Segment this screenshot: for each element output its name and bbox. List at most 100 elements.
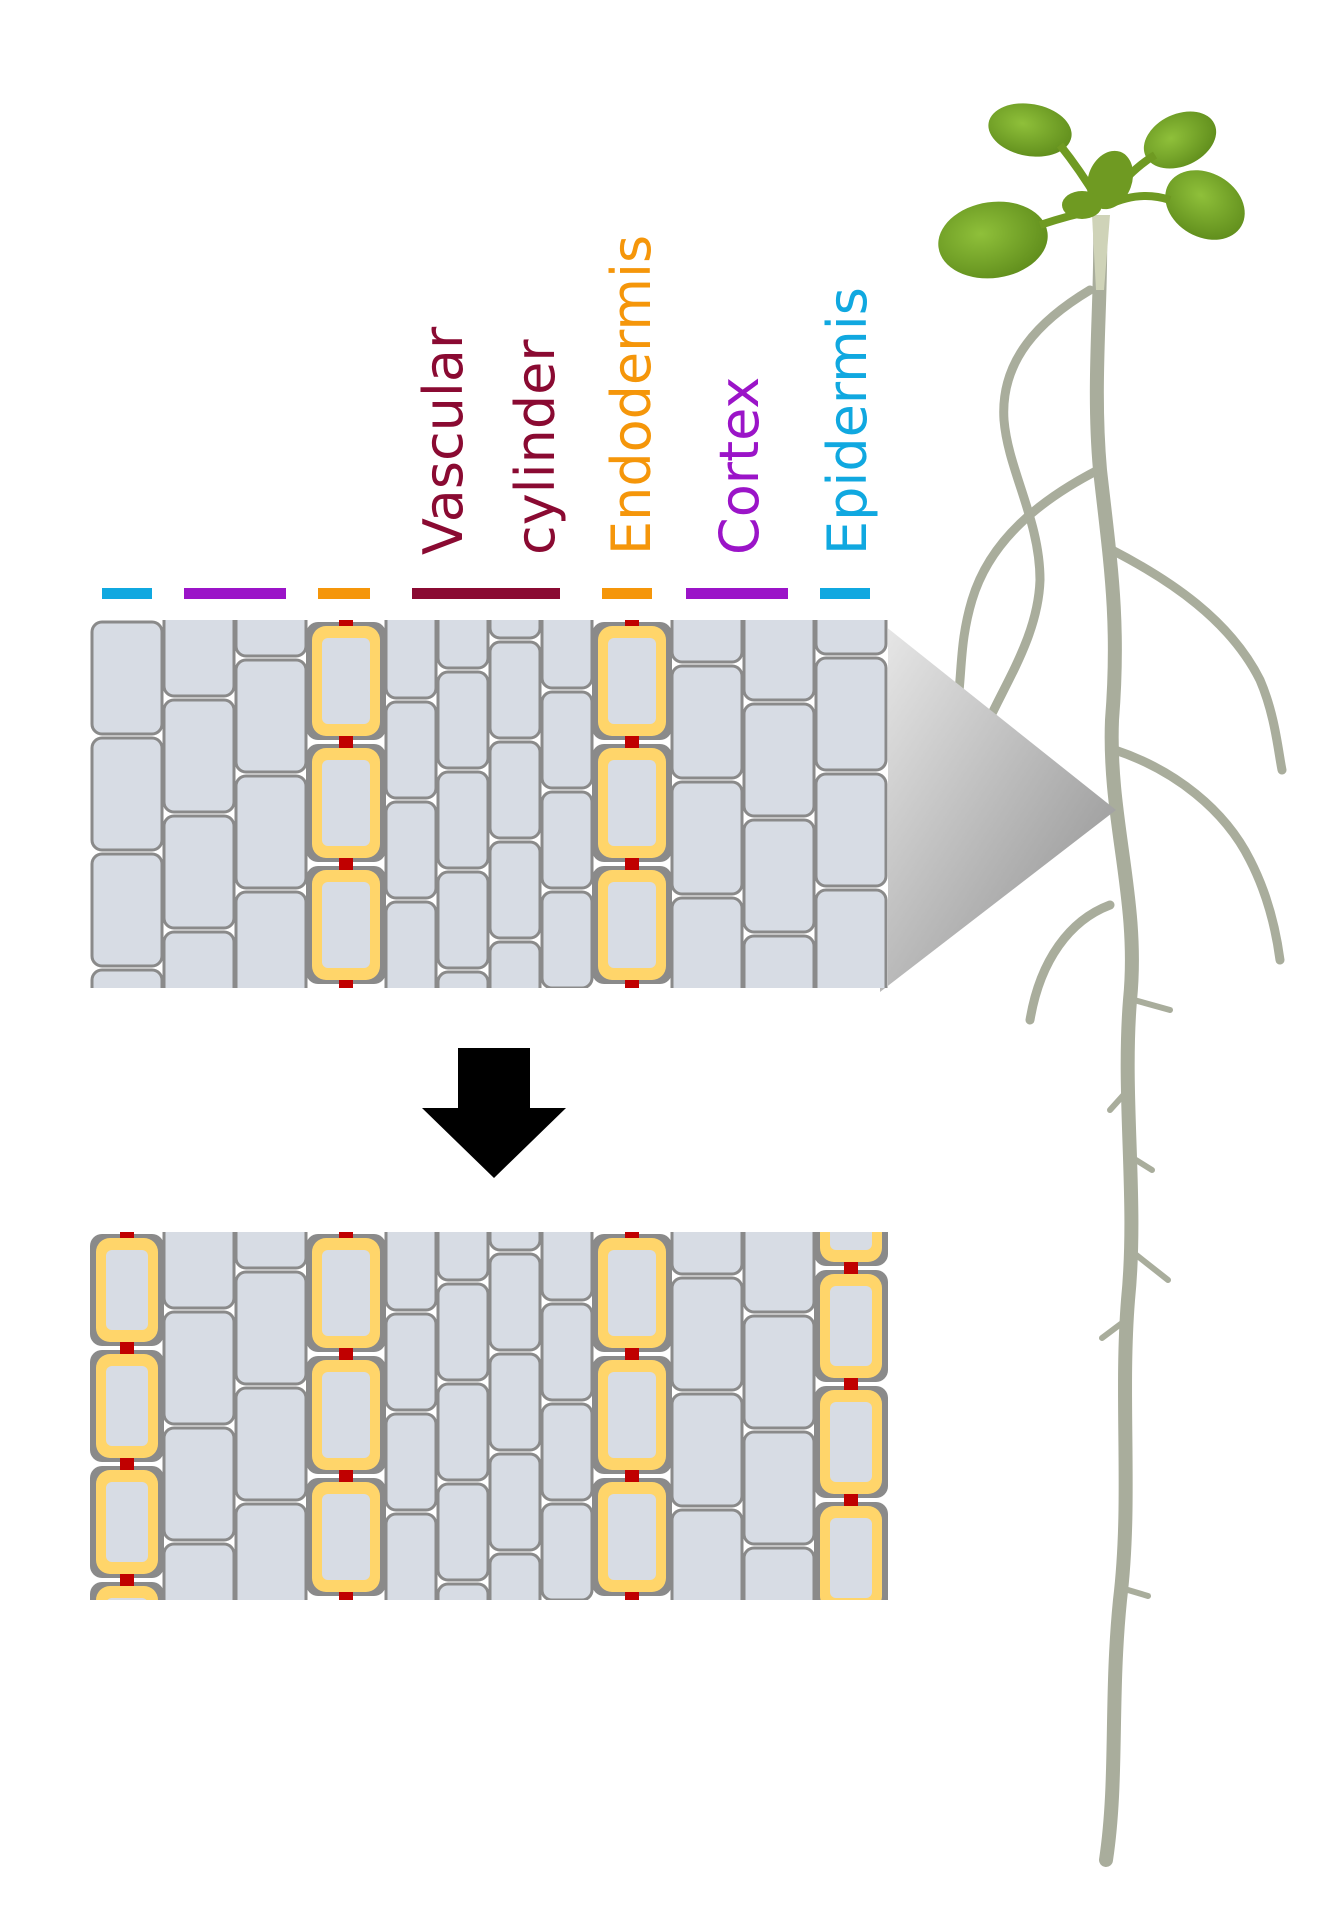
hypocotyl bbox=[1092, 215, 1110, 290]
cell-panel-after bbox=[88, 1232, 888, 1718]
cotyledon-left bbox=[938, 201, 1048, 279]
bar-vascular bbox=[412, 588, 560, 599]
casparian-strip bbox=[339, 858, 353, 870]
cell-lumen bbox=[608, 1616, 656, 1702]
casparian-strip bbox=[625, 1470, 639, 1482]
casparian-strip bbox=[339, 1470, 353, 1482]
cell-lumen bbox=[830, 1402, 872, 1482]
cell-lumen bbox=[106, 1250, 148, 1330]
bar-cortex-left bbox=[184, 588, 286, 599]
true-leaf bbox=[1165, 170, 1245, 240]
cell-wall bbox=[306, 988, 386, 1106]
cell bbox=[162, 814, 236, 930]
cell bbox=[162, 1232, 236, 1310]
cell bbox=[162, 930, 236, 988]
casparian-strip bbox=[339, 1348, 353, 1360]
cell bbox=[384, 1232, 438, 1312]
lateral-root bbox=[1107, 545, 1287, 775]
cell bbox=[234, 620, 308, 658]
cell-lumen bbox=[608, 1004, 656, 1090]
suberized-cell bbox=[96, 1586, 158, 1600]
suberized-cell bbox=[312, 1604, 380, 1714]
casparian-strip bbox=[625, 736, 639, 748]
cell bbox=[436, 1482, 490, 1582]
cell bbox=[670, 896, 744, 988]
cell bbox=[384, 620, 438, 700]
casparian-strip bbox=[120, 1232, 134, 1238]
cell bbox=[540, 620, 594, 690]
cell-lumen bbox=[322, 638, 370, 724]
cell-lumen bbox=[830, 1232, 872, 1250]
cell bbox=[90, 852, 164, 968]
cell bbox=[670, 780, 744, 896]
cell bbox=[162, 1542, 236, 1600]
young-leaf bbox=[1062, 191, 1102, 219]
leaves bbox=[938, 103, 1245, 279]
lateral-root bbox=[1131, 997, 1173, 1013]
casparian-strip bbox=[339, 620, 353, 626]
cell-lumen bbox=[608, 1494, 656, 1580]
cell bbox=[234, 1502, 308, 1600]
cell bbox=[488, 620, 542, 640]
cell bbox=[162, 1310, 236, 1426]
cell bbox=[234, 774, 308, 890]
cell bbox=[436, 620, 490, 670]
bar-endodermis-right bbox=[602, 588, 652, 599]
cell bbox=[384, 800, 438, 900]
casparian-strip bbox=[120, 1342, 134, 1354]
cell bbox=[814, 656, 888, 772]
cell bbox=[162, 698, 236, 814]
cell bbox=[384, 700, 438, 800]
true-leaf bbox=[988, 103, 1072, 157]
cell bbox=[436, 1282, 490, 1382]
cell bbox=[234, 890, 308, 988]
root-system bbox=[953, 218, 1287, 1867]
cell bbox=[384, 1312, 438, 1412]
cell bbox=[436, 1582, 490, 1600]
layer-indicator-bars bbox=[102, 588, 870, 599]
cell bbox=[234, 1270, 308, 1386]
lateral-root bbox=[953, 465, 1103, 705]
cell bbox=[436, 970, 490, 988]
cell bbox=[90, 968, 164, 988]
cell-wall bbox=[306, 1600, 386, 1718]
cell bbox=[234, 1232, 308, 1270]
casparian-strip bbox=[339, 1592, 353, 1600]
cell bbox=[742, 934, 816, 988]
cell bbox=[670, 1232, 744, 1276]
cell-panel-before bbox=[88, 620, 888, 1106]
lateral-root bbox=[975, 285, 1095, 745]
casparian-strip bbox=[120, 1458, 134, 1470]
lateral-root bbox=[1110, 745, 1285, 965]
cell bbox=[436, 670, 490, 770]
cell bbox=[488, 840, 542, 940]
cell bbox=[814, 620, 888, 656]
casparian-strip bbox=[339, 1232, 353, 1238]
cell bbox=[384, 1512, 438, 1600]
cell bbox=[488, 1252, 542, 1352]
cell bbox=[742, 818, 816, 934]
cell bbox=[670, 1276, 744, 1392]
cell bbox=[488, 1232, 542, 1252]
suberized-cell bbox=[598, 992, 666, 1102]
cell bbox=[742, 1546, 816, 1600]
cell bbox=[742, 1314, 816, 1430]
cell bbox=[670, 620, 744, 664]
cell-lumen bbox=[106, 1482, 148, 1562]
casparian-strip bbox=[339, 980, 353, 988]
label-endodermis: Endodermis bbox=[600, 235, 663, 555]
cell bbox=[670, 1392, 744, 1508]
cell bbox=[742, 702, 816, 818]
lateral-root bbox=[1127, 1247, 1171, 1283]
cell bbox=[742, 1430, 816, 1546]
suberized-cell bbox=[312, 992, 380, 1102]
bar-epidermis-right bbox=[820, 588, 870, 599]
cell bbox=[488, 740, 542, 840]
cell-lumen bbox=[830, 1286, 872, 1366]
casparian-strip bbox=[625, 620, 639, 626]
label-cortex: Cortex bbox=[708, 377, 771, 555]
true-leaf bbox=[1143, 111, 1217, 169]
cell bbox=[540, 790, 594, 890]
cell bbox=[670, 1508, 744, 1600]
